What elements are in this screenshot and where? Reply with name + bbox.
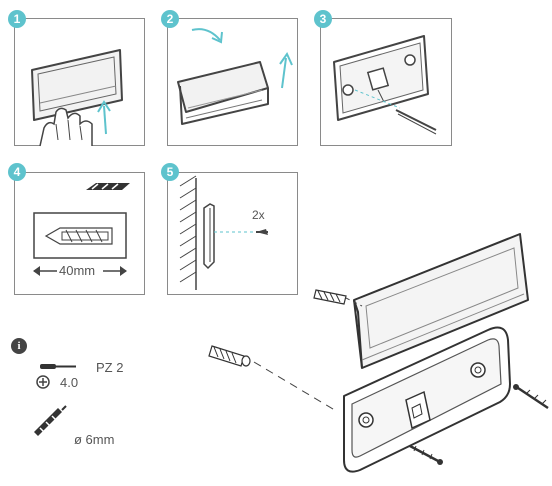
step-5-quantity-label: 2x xyxy=(252,208,265,222)
drill-size-label: ø 6mm xyxy=(74,432,115,447)
step-3-badge: 3 xyxy=(314,10,332,28)
step-5-badge: 5 xyxy=(161,163,179,181)
step-1-badge: 1 xyxy=(8,10,26,28)
info-icon: i xyxy=(11,338,27,354)
step-2-badge: 2 xyxy=(161,10,179,28)
screwdriver-label: PZ 2 xyxy=(96,360,124,375)
step-4-badge: 4 xyxy=(8,163,26,181)
screw-size-label: 4.0 xyxy=(60,375,79,390)
step-4-dimension-label: 40mm xyxy=(59,263,96,278)
